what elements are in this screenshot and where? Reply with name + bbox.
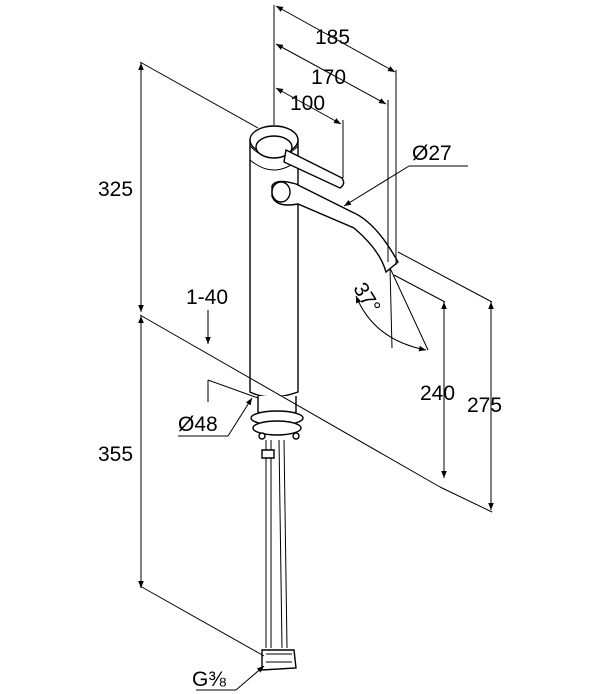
spout [271,180,399,274]
dimension-angle: 37° [348,267,429,352]
dimension-325: 325 [98,61,259,312]
label-spout-diameter: Ø27 [412,142,452,165]
lever-handle [283,148,345,189]
label-170: 170 [311,66,346,89]
label-325: 325 [98,178,133,201]
supply-hoses [265,439,288,649]
faucet [249,125,399,671]
label-clamp-range: 1-40 [186,286,228,309]
dimension-base-diameter: Ø48 [178,397,253,437]
dimension-355: 355 [98,316,265,657]
faucet-body [249,139,299,398]
label-thread: G⅜ [192,668,226,691]
label-100: 100 [290,92,325,115]
dimension-thread: G⅜ [192,665,265,691]
dimension-100: 100 [275,87,344,178]
label-base-diameter: Ø48 [178,413,218,436]
dimension-170: 170 [275,43,389,262]
dimension-275: 275 [397,251,502,513]
dimension-spout-diameter: Ø27 [343,142,468,207]
dimension-clamp-range: 1-40 [186,286,259,402]
label-355: 355 [98,443,133,466]
label-275: 275 [467,394,502,417]
dimension-240: 240 [393,274,455,478]
label-185: 185 [315,26,350,49]
label-angle: 37° [348,279,384,318]
connector-nut [261,649,297,671]
label-240: 240 [420,382,455,405]
